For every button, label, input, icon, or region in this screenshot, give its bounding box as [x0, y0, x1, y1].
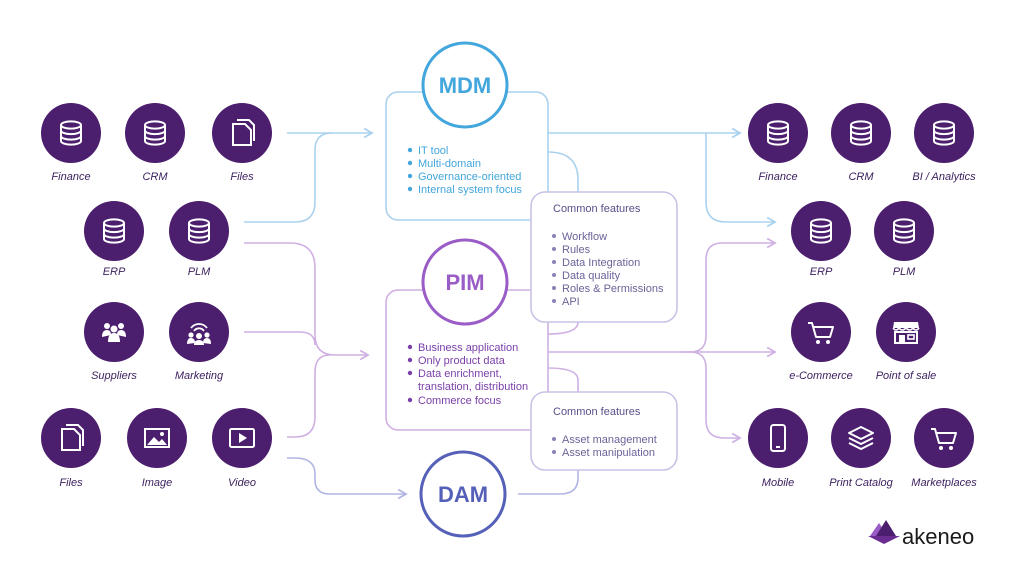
node-marketplaces: Marketplaces [911, 408, 977, 489]
node-video: Video [212, 408, 272, 489]
node-ecommerce: e-Commerce [789, 302, 853, 382]
connector-pim-to-erp-plm [548, 237, 777, 353]
node-label: ERP [103, 266, 126, 278]
destination-systems: Finance CRM BI / Analytics ERP PLM e-Com… [748, 103, 977, 489]
akeneo-logo: akeneo [868, 520, 974, 549]
pim-title: PIM [445, 270, 484, 295]
node-finance-left: Finance [41, 103, 101, 183]
connector-assets-to-dam [287, 457, 408, 500]
feature-item: Data quality [562, 270, 621, 282]
connector-erp-plm-to-pim [244, 242, 370, 361]
node-label: Mobile [762, 477, 794, 489]
mdm-title: MDM [439, 73, 492, 98]
node-label: PLM [188, 266, 211, 278]
connector-assets-to-pim [287, 354, 331, 438]
common-features-top: Common features Workflow Rules Data Inte… [530, 191, 678, 323]
pim-item: Business application [418, 342, 518, 354]
mdm-circle [421, 41, 509, 129]
connector-mdm-to-features [547, 151, 579, 192]
connector-dam-to-features [518, 470, 579, 495]
node-label: Finance [51, 171, 90, 183]
mdm-item: Internal system focus [418, 184, 522, 196]
pim-item: Data enrichment, [418, 368, 502, 380]
node-label: Marketing [175, 370, 224, 382]
features-bottom-box [530, 391, 678, 471]
node-crm-right: CRM [831, 103, 891, 183]
node-label: Files [59, 477, 83, 489]
node-label: BI / Analytics [912, 171, 976, 183]
node-print-catalog: Print Catalog [829, 408, 894, 489]
node-marketing: Marketing [169, 302, 229, 382]
connector-pim-to-features-top [547, 321, 579, 335]
connector-pim-to-channels [689, 351, 742, 444]
node-label: CRM [142, 171, 168, 183]
node-suppliers: Suppliers [84, 302, 144, 382]
node-plm-left: PLM [169, 201, 229, 278]
node-label: Point of sale [876, 370, 937, 382]
node-mobile: Mobile [748, 408, 808, 489]
source-systems: Finance CRM Files ERP PLM Suppliers [41, 103, 272, 489]
common-features-bottom: Common features Asset management Asset m… [530, 391, 678, 471]
node-crm-left: CRM [125, 103, 185, 183]
features-bottom-title: Common features [553, 406, 641, 418]
pim-block: PIM Business application Only product da… [385, 238, 549, 431]
connector-erp-plm-to-mdm [244, 132, 333, 223]
node-image: Image [127, 408, 187, 489]
node-erp-right: ERP [791, 201, 851, 278]
node-label: ERP [810, 266, 833, 278]
node-bi-analytics: BI / Analytics [912, 103, 976, 183]
node-label: Files [230, 171, 254, 183]
node-label: Video [228, 477, 256, 489]
feature-item: Workflow [562, 231, 607, 243]
mdm-block: MDM IT tool Multi-domain Governance-orie… [385, 41, 549, 221]
dam-circle [419, 450, 507, 538]
connector-pim-to-features-bottom [547, 367, 579, 392]
node-label: Print Catalog [829, 477, 893, 489]
connectors [244, 127, 777, 500]
node-label: Suppliers [91, 370, 137, 382]
feature-item: API [562, 296, 580, 308]
node-label: CRM [848, 171, 874, 183]
logo-text: akeneo [902, 524, 974, 549]
feature-item: Data Integration [562, 257, 640, 269]
features-top-title: Common features [553, 203, 641, 215]
mdm-item: Multi-domain [418, 158, 481, 170]
node-erp-left: ERP [84, 201, 144, 278]
node-finance-right: Finance [748, 103, 808, 183]
features-top-box [530, 191, 678, 323]
node-label: e-Commerce [789, 370, 853, 382]
mdm-item: Governance-oriented [418, 171, 521, 183]
feature-item: Roles & Permissions [562, 283, 664, 295]
dam-block: DAM [419, 450, 507, 538]
pim-item: Only product data [418, 355, 506, 367]
feature-item: Asset manipulation [562, 447, 655, 459]
connector-mdm-to-erp-plm [705, 133, 777, 228]
dam-title: DAM [438, 482, 488, 507]
node-label: Finance [758, 171, 797, 183]
akeneo-logo-icon [868, 520, 900, 544]
node-files-bottom: Files [41, 408, 101, 489]
node-label: Image [142, 477, 173, 489]
pim-item: translation, distribution [418, 381, 528, 393]
node-label: PLM [893, 266, 916, 278]
node-point-of-sale: Point of sale [876, 302, 937, 382]
feature-item: Rules [562, 244, 591, 256]
node-plm-right: PLM [874, 201, 934, 278]
feature-item: Asset management [562, 434, 657, 446]
node-label: Marketplaces [911, 477, 977, 489]
pim-circle [421, 238, 509, 326]
node-files-top: Files [212, 103, 272, 183]
pim-item: Commerce focus [418, 395, 502, 407]
connector-suppliers-marketing-to-pim [244, 331, 316, 346]
mdm-item: IT tool [418, 145, 448, 157]
